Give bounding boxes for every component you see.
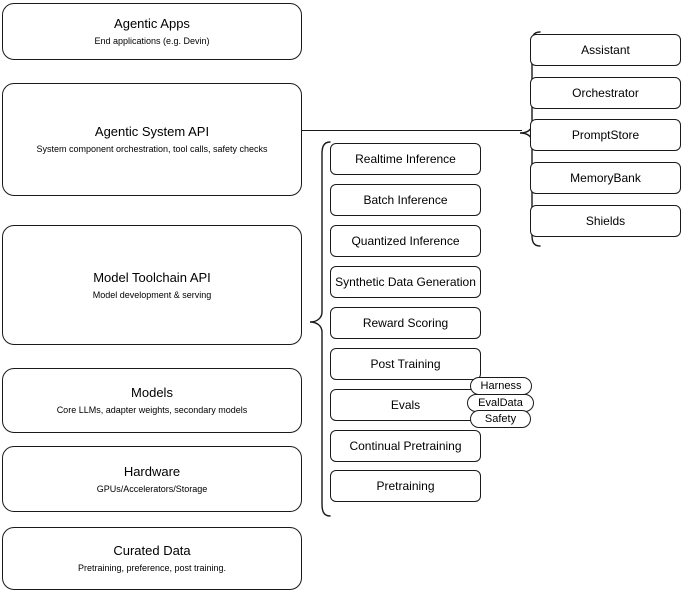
layer-subtitle: Pretraining, preference, post training. xyxy=(77,563,227,573)
component-label: Orchestrator xyxy=(572,86,639,100)
layer-title: Agentic Apps xyxy=(114,16,190,31)
component-box-shields[interactable]: Shields xyxy=(530,205,681,237)
capability-box-realtime-inference[interactable]: Realtime Inference xyxy=(330,143,481,175)
component-label: PromptStore xyxy=(571,128,640,142)
component-box-orchestrator[interactable]: Orchestrator xyxy=(530,77,681,109)
layer-title: Hardware xyxy=(123,463,181,479)
capability-label: Post Training xyxy=(370,357,441,371)
capability-label: Reward Scoring xyxy=(362,316,449,330)
component-box-memorybank[interactable]: MemoryBank xyxy=(530,162,681,194)
capability-box-evals[interactable]: Evals xyxy=(330,389,481,421)
capability-label: Batch Inference xyxy=(363,193,448,207)
layer-subtitle: System component orchestration, tool cal… xyxy=(36,144,268,154)
capability-box-synthetic-data-generation[interactable]: Synthetic Data Generation xyxy=(330,266,481,298)
layer-subtitle: Model development & serving xyxy=(92,289,212,300)
brace-toolchain-capabilities xyxy=(308,140,332,520)
component-box-promptstore[interactable]: PromptStore xyxy=(530,119,681,151)
capability-box-quantized-inference[interactable]: Quantized Inference xyxy=(330,225,481,257)
capability-label: Realtime Inference xyxy=(355,152,456,166)
capability-box-post-training[interactable]: Post Training xyxy=(330,348,481,380)
capability-box-reward-scoring[interactable]: Reward Scoring xyxy=(330,307,481,339)
layer-box-curated-data[interactable]: Curated Data Pretraining, preference, po… xyxy=(2,527,302,590)
eval-pill-safety[interactable]: Safety xyxy=(470,410,531,428)
component-label: Assistant xyxy=(581,43,630,57)
eval-pill-evaldata[interactable]: EvalData xyxy=(467,394,534,412)
component-label: Shields xyxy=(585,214,626,228)
layer-box-model-toolchain-api[interactable]: Model Toolchain API Model development & … xyxy=(2,225,302,345)
capability-label: Pretraining xyxy=(376,479,435,493)
layer-box-hardware[interactable]: Hardware GPUs/Accelerators/Storage xyxy=(2,446,302,512)
connector-line-system-api-to-components xyxy=(302,130,522,131)
layer-title: Agentic System API xyxy=(94,124,210,139)
layer-title: Model Toolchain API xyxy=(93,269,211,285)
capability-box-batch-inference[interactable]: Batch Inference xyxy=(330,184,481,216)
layer-title: Models xyxy=(131,385,173,400)
component-box-assistant[interactable]: Assistant xyxy=(530,34,681,66)
layer-subtitle: End applications (e.g. Devin) xyxy=(94,36,210,46)
layer-box-models[interactable]: Models Core LLMs, adapter weights, secon… xyxy=(2,368,302,433)
capability-label: Continual Pretraining xyxy=(349,439,462,453)
capability-label: Synthetic Data Generation xyxy=(335,275,476,289)
capability-label: Quantized Inference xyxy=(351,234,460,248)
layer-box-agentic-system-api[interactable]: Agentic System API System component orch… xyxy=(2,83,302,196)
layer-box-agentic-apps[interactable]: Agentic Apps End applications (e.g. Devi… xyxy=(2,3,302,60)
layer-subtitle: GPUs/Accelerators/Storage xyxy=(96,483,208,494)
eval-pill-harness[interactable]: Harness xyxy=(470,377,532,395)
layer-subtitle: Core LLMs, adapter weights, secondary mo… xyxy=(56,405,248,415)
component-label: MemoryBank xyxy=(570,171,641,185)
capability-label: Evals xyxy=(390,398,421,412)
capability-box-pretraining[interactable]: Pretraining xyxy=(330,470,481,502)
layer-title: Curated Data xyxy=(113,543,191,558)
capability-box-continual-pretraining[interactable]: Continual Pretraining xyxy=(330,430,481,462)
